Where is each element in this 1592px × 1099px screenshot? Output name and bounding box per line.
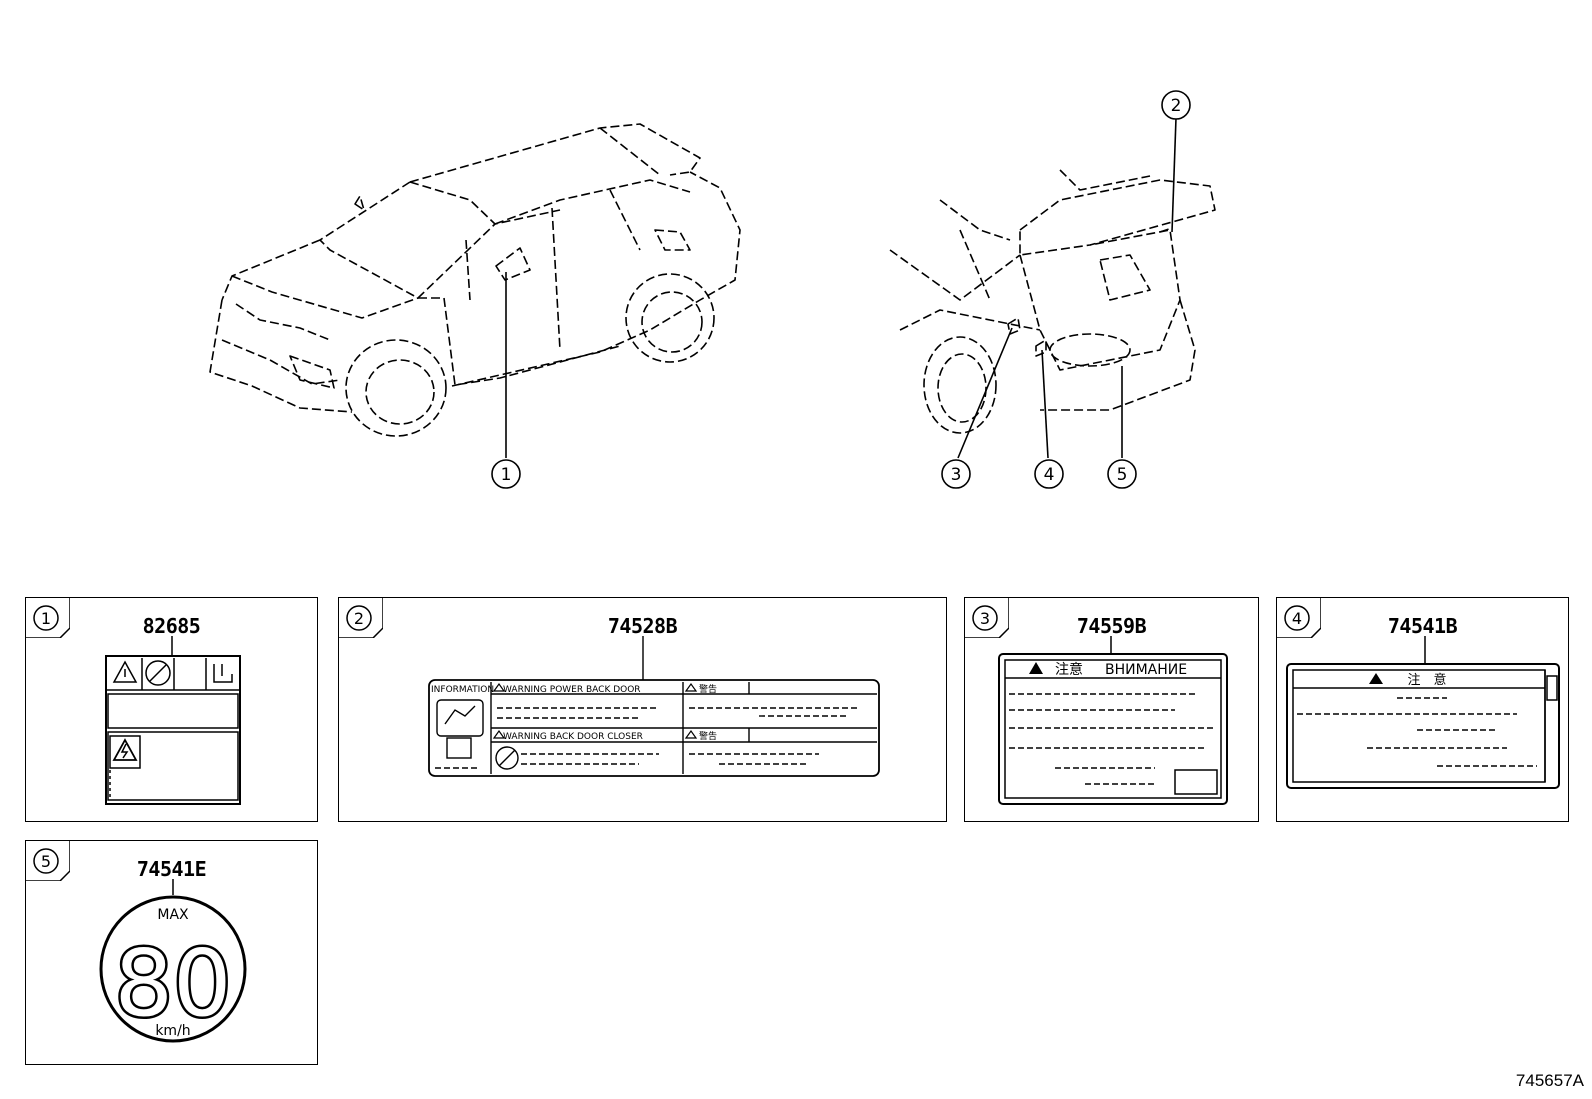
panel-2-number: 2 bbox=[354, 609, 364, 628]
label-74541E: MAX 80 km/h bbox=[99, 879, 247, 1043]
callout-5-text: 5 bbox=[1117, 465, 1128, 485]
label2-warning-closer: WARNING BACK DOOR CLOSER bbox=[503, 732, 643, 742]
panel-2-number-badge: 2 bbox=[339, 598, 383, 638]
panel-5-number-badge: 5 bbox=[26, 841, 70, 881]
suv-front-view bbox=[209, 123, 741, 437]
panel-5: 5 74541E MAX 80 km/h bbox=[25, 840, 318, 1065]
label3-ru: ВНИМАНИЕ bbox=[1105, 662, 1187, 678]
label2-kanji-warn: 警告 bbox=[699, 683, 717, 695]
callout-2-text: 2 bbox=[1171, 96, 1182, 116]
panel-3-number-badge: 3 bbox=[965, 598, 1009, 638]
label5-unit: km/h bbox=[155, 1023, 190, 1039]
label4-cn: 注 意 bbox=[1407, 672, 1446, 688]
panel-4: 4 74541B 注 意 bbox=[1276, 597, 1569, 822]
panel-1-number-badge: 1 bbox=[26, 598, 70, 638]
label5-speed: 80 bbox=[114, 930, 231, 1037]
callout-1-text: 1 bbox=[501, 465, 512, 485]
panel-1-part-number: 82685 bbox=[142, 614, 201, 638]
label3-cn: 注意 bbox=[1055, 661, 1083, 678]
callout-4-text: 4 bbox=[1044, 465, 1055, 485]
vehicle-diagrams: 1 2 3 4 5 bbox=[209, 90, 1216, 489]
callout-3: 3 bbox=[941, 459, 971, 489]
panel-3-part-number: 74559B bbox=[1076, 614, 1147, 638]
panel-2: 2 74528B bbox=[338, 597, 947, 822]
panel-3: 3 74559B 注意 ВНИМАНИЕ bbox=[964, 597, 1259, 822]
panel-4-number-badge: 4 bbox=[1277, 598, 1321, 638]
callout-3-text: 3 bbox=[951, 465, 962, 485]
label2-kanji-warn-2: 警告 bbox=[699, 730, 717, 742]
panel-5-part-number: 74541E bbox=[136, 857, 207, 881]
label-74528B: INFORMATION WARNING POWER BACK DOOR WARN… bbox=[428, 636, 880, 777]
panel-4-number: 4 bbox=[1292, 609, 1302, 628]
label2-warning-power: WARNING POWER BACK DOOR bbox=[503, 685, 641, 695]
label-74541B: 注 意 bbox=[1286, 636, 1560, 789]
panel-2-part-number: 74528B bbox=[607, 614, 678, 638]
suv-rear-cargo-view bbox=[889, 169, 1216, 434]
callout-1: 1 bbox=[491, 459, 521, 489]
drawing-id: 745657A bbox=[1515, 1071, 1584, 1090]
label-74559B: 注意 ВНИМАНИЕ bbox=[998, 636, 1228, 805]
callout-5: 5 bbox=[1107, 459, 1137, 489]
panel-4-part-number: 74541B bbox=[1387, 614, 1458, 638]
label5-max: MAX bbox=[157, 907, 189, 923]
label-82685 bbox=[105, 636, 241, 805]
callout-2: 2 bbox=[1161, 90, 1191, 120]
callout-4: 4 bbox=[1034, 459, 1064, 489]
panel-3-number: 3 bbox=[980, 609, 990, 628]
panel-1: 1 82685 bbox=[25, 597, 318, 822]
label2-information: INFORMATION bbox=[431, 685, 494, 695]
panel-1-number: 1 bbox=[41, 609, 51, 628]
panel-5-number: 5 bbox=[41, 852, 51, 871]
